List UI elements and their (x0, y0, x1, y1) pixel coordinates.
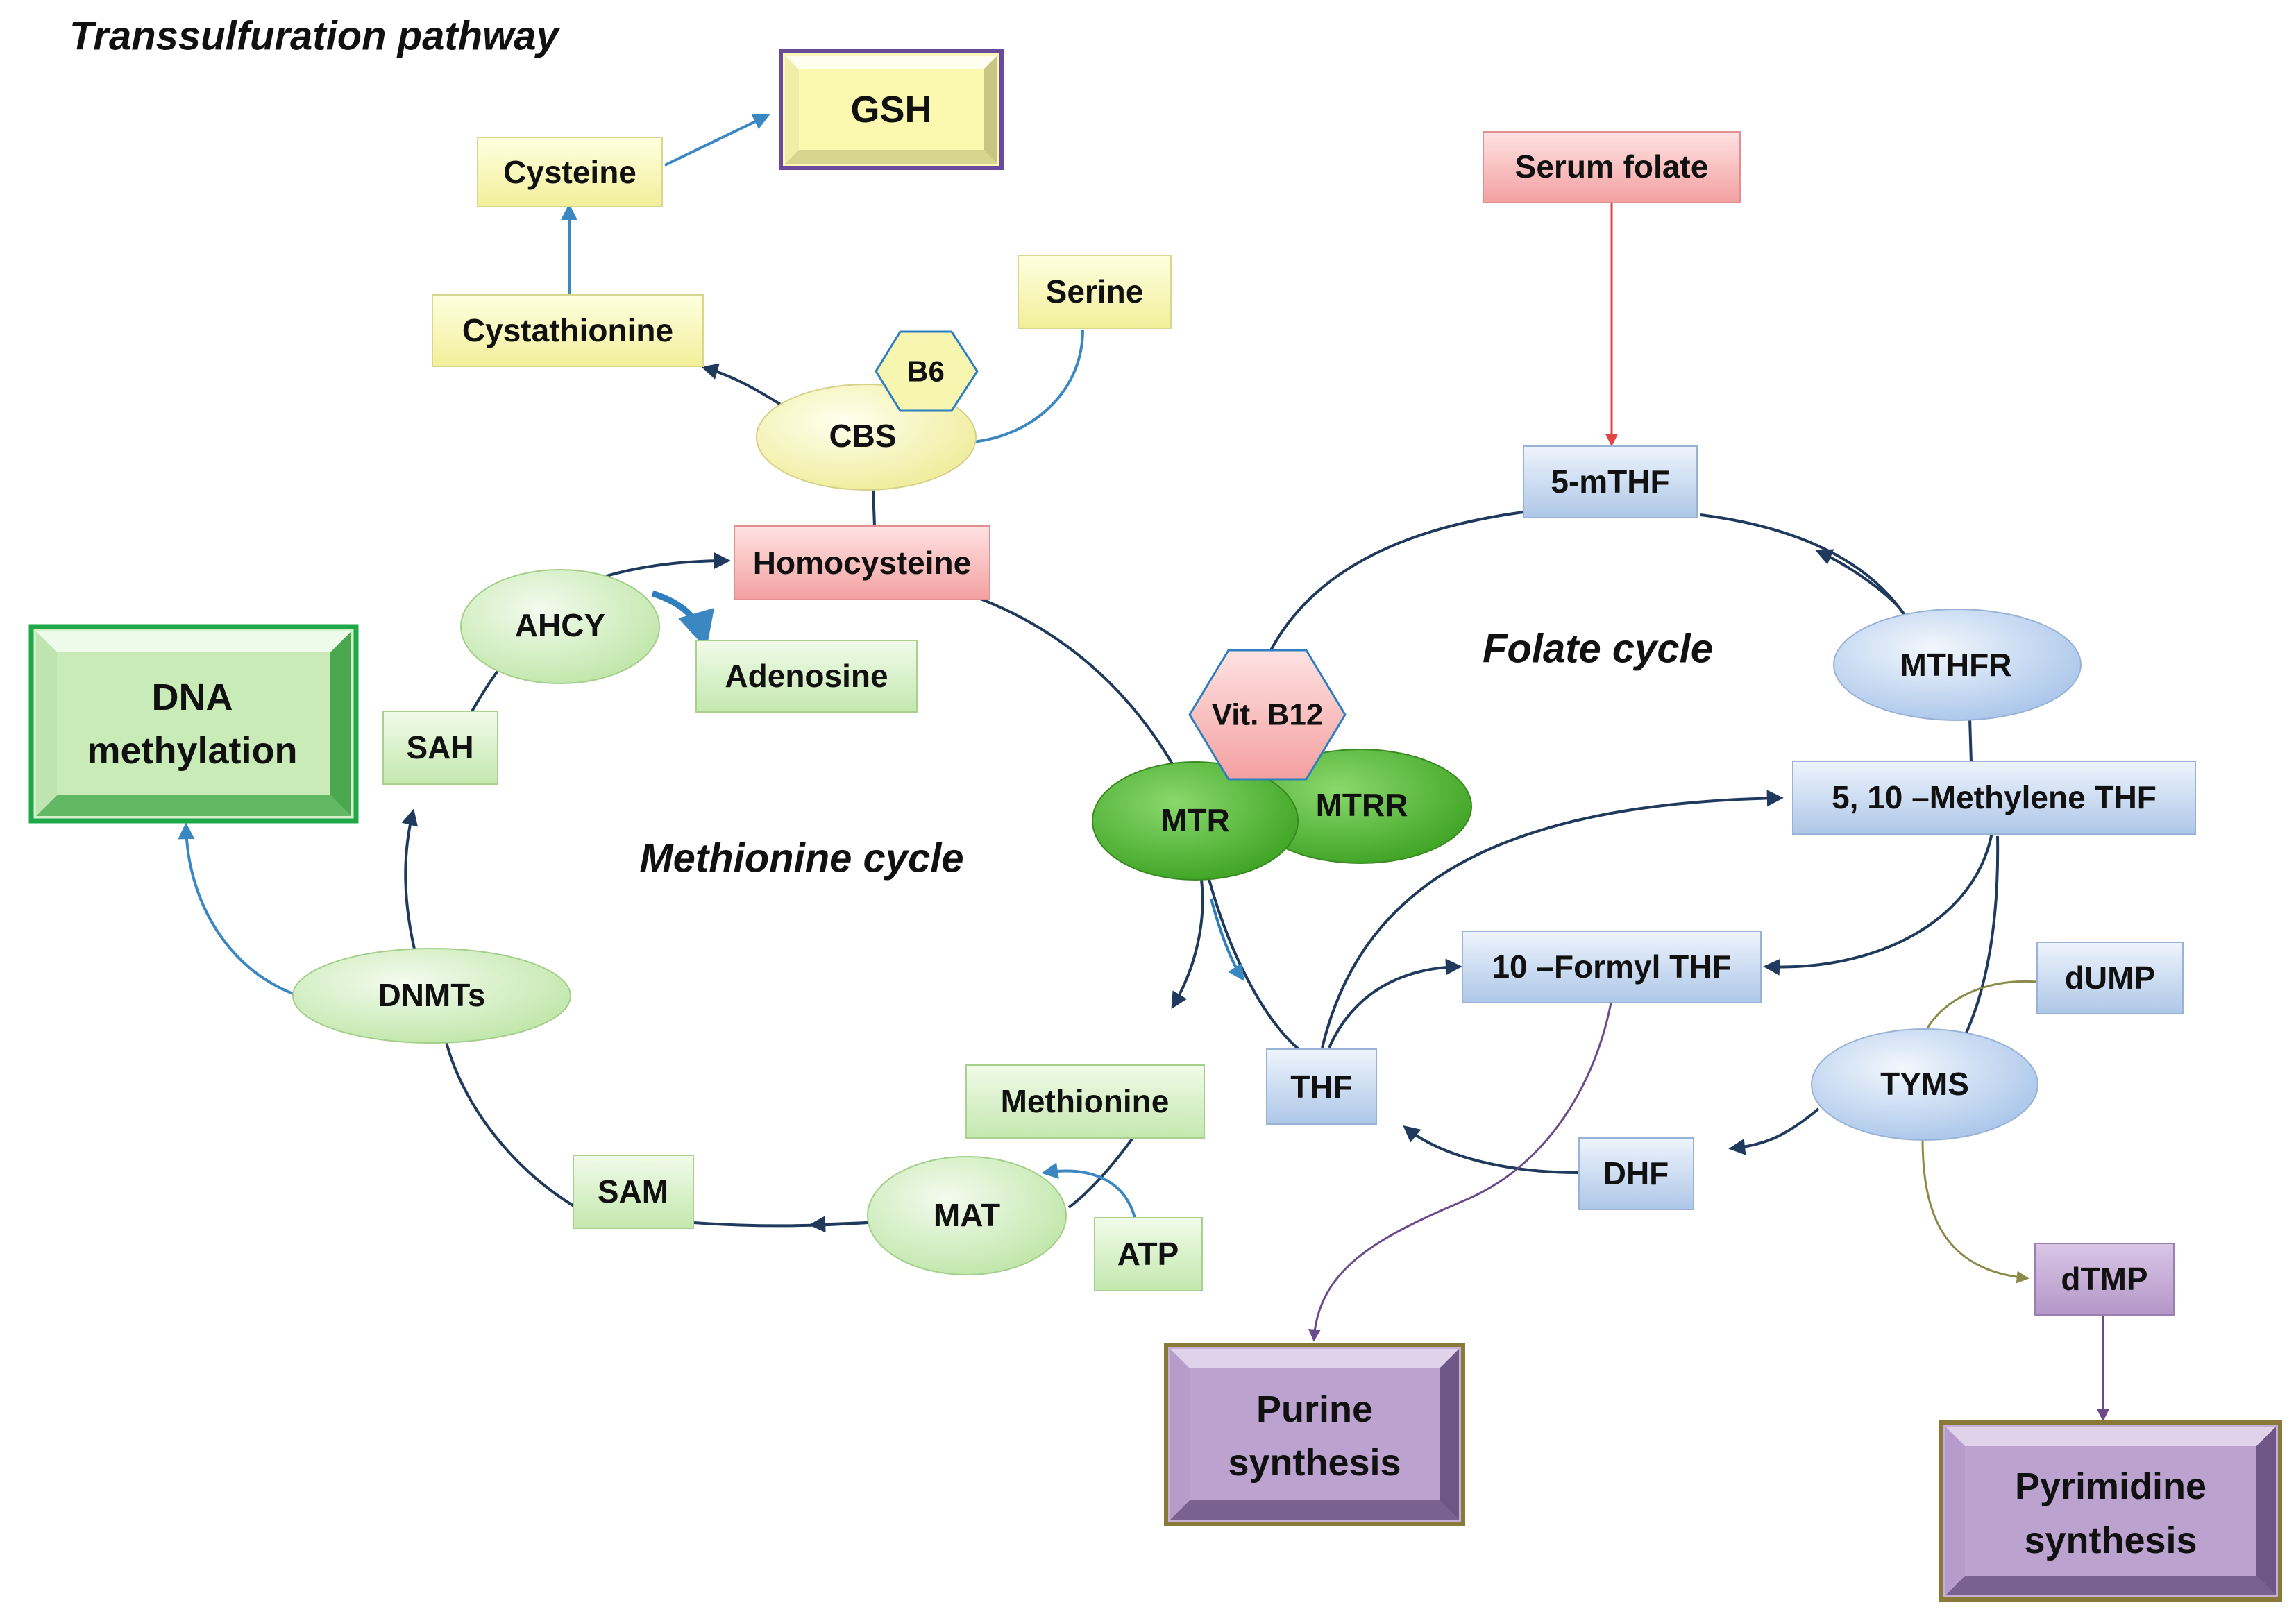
cysteine-to-gsh-arrow (664, 114, 770, 167)
cbs-to-cystathionine-arrow (701, 363, 784, 407)
mat-label: MAT (934, 1197, 1000, 1233)
mthfr-to-5mthf-arrowhead (1815, 549, 1907, 618)
vit-b12-cofactor: Vit. B12 (1188, 649, 1347, 781)
pyrimidine-synthesis-box: Pyrimidine synthesis (1939, 1420, 2282, 1602)
dhf-to-thf-arrow (1403, 1125, 1580, 1174)
methylene-thf-label: 5, 10 –Methylene THF (1832, 779, 2156, 815)
thf-to-formyl-arrow (1328, 958, 1462, 1048)
5mthf-box: 5-mTHF (1523, 445, 1698, 518)
methylene-formyl-bidirectional (1763, 817, 2003, 976)
mtr-to-thf-arrow (1206, 874, 1303, 1053)
mtrr-label: MTRR (1316, 787, 1408, 823)
cysteine-label: Cysteine (503, 154, 636, 190)
b6-label: B6 (907, 355, 945, 388)
dnmts-label: DNMTs (378, 977, 485, 1013)
formyl-thf-label: 10 –Formyl THF (1492, 949, 1731, 985)
adenosine-box: Adenosine (695, 640, 918, 713)
tyms-to-dtmp-arrow (1921, 1137, 2029, 1284)
methionine-box: Methionine (965, 1064, 1205, 1139)
serine-to-cbs-line (971, 329, 1084, 443)
sah-box: SAH (382, 711, 498, 785)
cystathionine-box: Cystathionine (432, 294, 704, 367)
dna-methylation-label-1: DNA (152, 677, 233, 718)
dnmts-to-sah-arrow (401, 808, 418, 958)
sah-label: SAH (406, 729, 473, 765)
vit-b12-label: Vit. B12 (1212, 698, 1324, 732)
dhf-label: DHF (1603, 1155, 1669, 1191)
serine-label: Serine (1046, 273, 1144, 309)
tyms-to-methylene-arrow (1963, 835, 2000, 1038)
methylene-thf-box: 5, 10 –Methylene THF (1792, 761, 2196, 835)
mthfr-to-5mthf-arrow (1700, 513, 1907, 618)
homocysteine-box: Homocysteine (734, 525, 990, 600)
folate-cycle (1206, 203, 2109, 1422)
folate-cycle-title: Folate cycle (1483, 627, 1713, 672)
thf-label: THF (1290, 1069, 1352, 1105)
gsh-label: GSH (850, 89, 931, 130)
mtr-label: MTR (1160, 802, 1230, 838)
tyms-to-dhf-arrow (1728, 1107, 1820, 1155)
methionine-label: Methionine (1001, 1083, 1170, 1119)
homocysteine-label: Homocysteine (753, 545, 971, 581)
methionine-cycle (178, 114, 1204, 1233)
purine-synthesis-box: Purine synthesis (1164, 1343, 1465, 1526)
purine-synthesis-label-2: synthesis (1228, 1442, 1401, 1484)
serum-folate-label: Serum folate (1515, 148, 1709, 185)
serum-folate-box: Serum folate (1483, 131, 1741, 203)
dnmts-enzyme: DNMTs (292, 948, 571, 1044)
mat-to-sam-arrowhead (809, 1216, 868, 1233)
ahcy-to-adenosine-arrow (651, 590, 715, 649)
cystathionine-label: Cystathionine (462, 312, 673, 348)
5mthf-label: 5-mTHF (1551, 464, 1669, 500)
dhf-box: DHF (1578, 1137, 1694, 1210)
transsulfuration-title: Transsulfuration pathway (69, 14, 560, 59)
ahcy-label: AHCY (515, 607, 605, 643)
mtr-to-methionine-arrow (1171, 874, 1204, 1010)
sam-to-dnmts-arc (443, 1033, 577, 1209)
mtr-enzyme: MTR (1092, 761, 1299, 881)
cbs-label: CBS (829, 418, 896, 454)
methylene-to-mthfr-line (1968, 717, 1973, 764)
atp-box: ATP (1094, 1217, 1203, 1291)
formyl-thf-box: 10 –Formyl THF (1462, 931, 1762, 1003)
dna-methylation-label-2: methylation (87, 730, 297, 772)
dnmts-to-dna-arrow (178, 822, 299, 997)
atp-label: ATP (1117, 1236, 1179, 1272)
adenosine-label: Adenosine (725, 658, 888, 694)
sam-box: SAM (573, 1155, 694, 1229)
dtmp-label: dTMP (2061, 1261, 2147, 1297)
tyms-label: TYMS (1880, 1066, 1969, 1102)
mat-enzyme: MAT (867, 1156, 1067, 1275)
tyms-enzyme: TYMS (1811, 1028, 2038, 1141)
dump-label: dUMP (2065, 960, 2155, 996)
mthfr-label: MTHFR (1900, 647, 2012, 683)
formyl-to-purine-arrow (1308, 999, 1613, 1342)
cysteine-box: Cysteine (477, 137, 663, 207)
dna-methylation-box: DNA methylation (28, 624, 359, 824)
5mthf-to-mtr-arc (1262, 511, 1524, 667)
dump-box: dUMP (2036, 942, 2184, 1014)
pyrimidine-synthesis-label-1: Pyrimidine (2015, 1466, 2206, 1507)
pyrimidine-synthesis-label-2: synthesis (2024, 1520, 2197, 1561)
cbs-to-homocysteine-line (872, 489, 876, 527)
thf-box: THF (1266, 1048, 1377, 1125)
dtmp-box: dTMP (2034, 1243, 2175, 1316)
thf-to-methylene-arrow (1321, 790, 1784, 1048)
ahcy-enzyme: AHCY (460, 569, 660, 684)
dump-to-tyms-line (1925, 980, 2038, 1031)
mtr-to-thf-arrowhead (1210, 898, 1244, 981)
methionine-cycle-title: Methionine cycle (639, 836, 963, 881)
gsh-box: GSH (779, 49, 1004, 170)
sam-label: SAM (598, 1173, 668, 1209)
serine-box: Serine (1018, 255, 1172, 329)
purine-synthesis-label-1: Purine (1256, 1388, 1373, 1430)
mthfr-enzyme: MTHFR (1833, 609, 2082, 721)
b6-cofactor: B6 (875, 330, 979, 412)
atp-to-mat-arrow (1041, 1162, 1136, 1218)
